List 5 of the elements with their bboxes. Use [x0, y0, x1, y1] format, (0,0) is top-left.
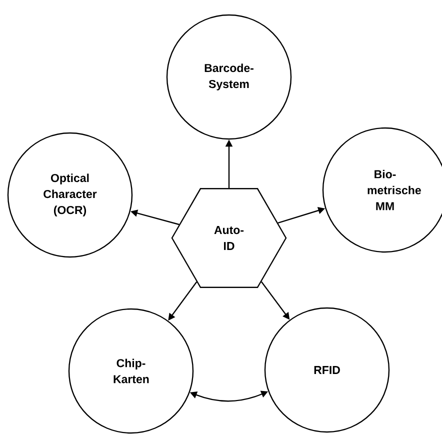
circle-node: RFID	[264, 307, 390, 433]
hexagon-node: Auto-ID	[171, 188, 287, 288]
circle-node: Chip-Karten	[68, 308, 194, 434]
circle-node: Optical Character (OCR)	[7, 132, 133, 258]
circle-node: Barcode-System	[166, 14, 292, 140]
